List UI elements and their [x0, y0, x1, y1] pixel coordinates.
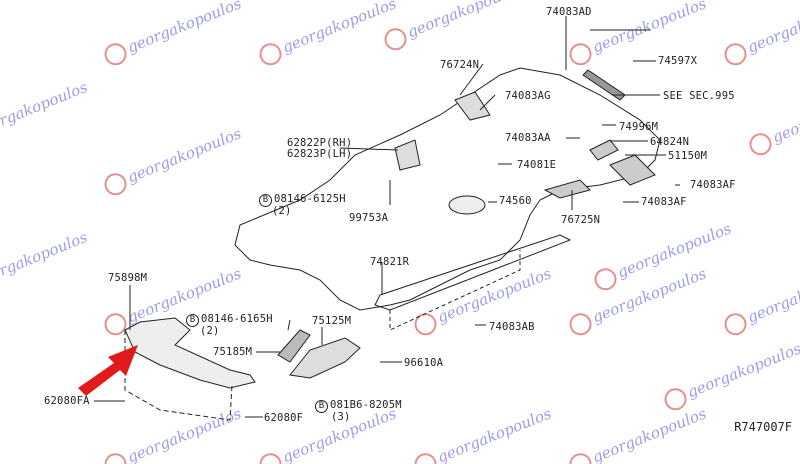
bracket-76724N: [454, 91, 491, 121]
part-number: 081B6-8205M: [330, 399, 402, 411]
part-label: 74083AA: [505, 132, 551, 144]
diagram-code: R747007F: [734, 420, 792, 434]
floor-panel-outline: [234, 67, 661, 311]
part-label: 74560: [499, 195, 532, 207]
side-rail-hidden-edge: [389, 250, 521, 331]
undercover-75898M: [124, 317, 256, 389]
part-label: 51150M: [668, 150, 708, 162]
bolt-symbol-icon: B: [259, 194, 272, 207]
cover-74560: [448, 195, 486, 215]
part-label: 76725N: [561, 214, 601, 226]
bracket-76725N: [543, 179, 591, 199]
part-label: 74083AF: [641, 196, 687, 208]
bracket-64824N: [589, 139, 619, 161]
panel-75125M: [289, 337, 361, 379]
bracket-51150M: [609, 154, 656, 186]
see-section-link[interactable]: SEE SEC.995: [663, 90, 735, 102]
part-label: 74083AB: [489, 321, 535, 333]
bracket-75185M: [277, 329, 311, 363]
part-number: 08146-6165H: [201, 313, 273, 325]
side-rail: [374, 234, 572, 311]
part-label: 99753A: [349, 212, 389, 224]
leader-lines: [94, 16, 680, 418]
part-label: 75125M: [312, 315, 352, 327]
part-label: 74081E: [517, 159, 557, 171]
part-label: 74083AD: [546, 6, 592, 18]
part-label: 74083AF: [690, 179, 736, 191]
quantity-label: (2): [200, 325, 220, 337]
part-label: 62080FA: [44, 395, 90, 407]
part-label: 62822P(RH): [287, 137, 353, 149]
part-number: 08146-6125H: [274, 193, 346, 205]
bracket-62822P: [394, 139, 421, 171]
part-label: 75185M: [213, 346, 253, 358]
part-label: 76724N: [440, 59, 480, 71]
bolt-symbol-icon: B: [186, 314, 199, 327]
part-label: 74996M: [619, 121, 659, 133]
jack-74597X: [582, 69, 626, 101]
part-label: 75898M: [108, 272, 148, 284]
part-label: 62080F: [264, 412, 304, 424]
bolt-symbol-icon: B: [315, 400, 328, 413]
quantity-label: (2): [272, 205, 292, 217]
part-label: 74597X: [658, 55, 698, 67]
part-label: 96610A: [404, 357, 444, 369]
part-label: 62823P(LH): [287, 148, 353, 160]
part-label: 64824N: [650, 136, 690, 148]
part-label: 74821R: [370, 256, 410, 268]
quantity-label: (3): [331, 411, 351, 423]
part-label: 74083AG: [505, 90, 551, 102]
